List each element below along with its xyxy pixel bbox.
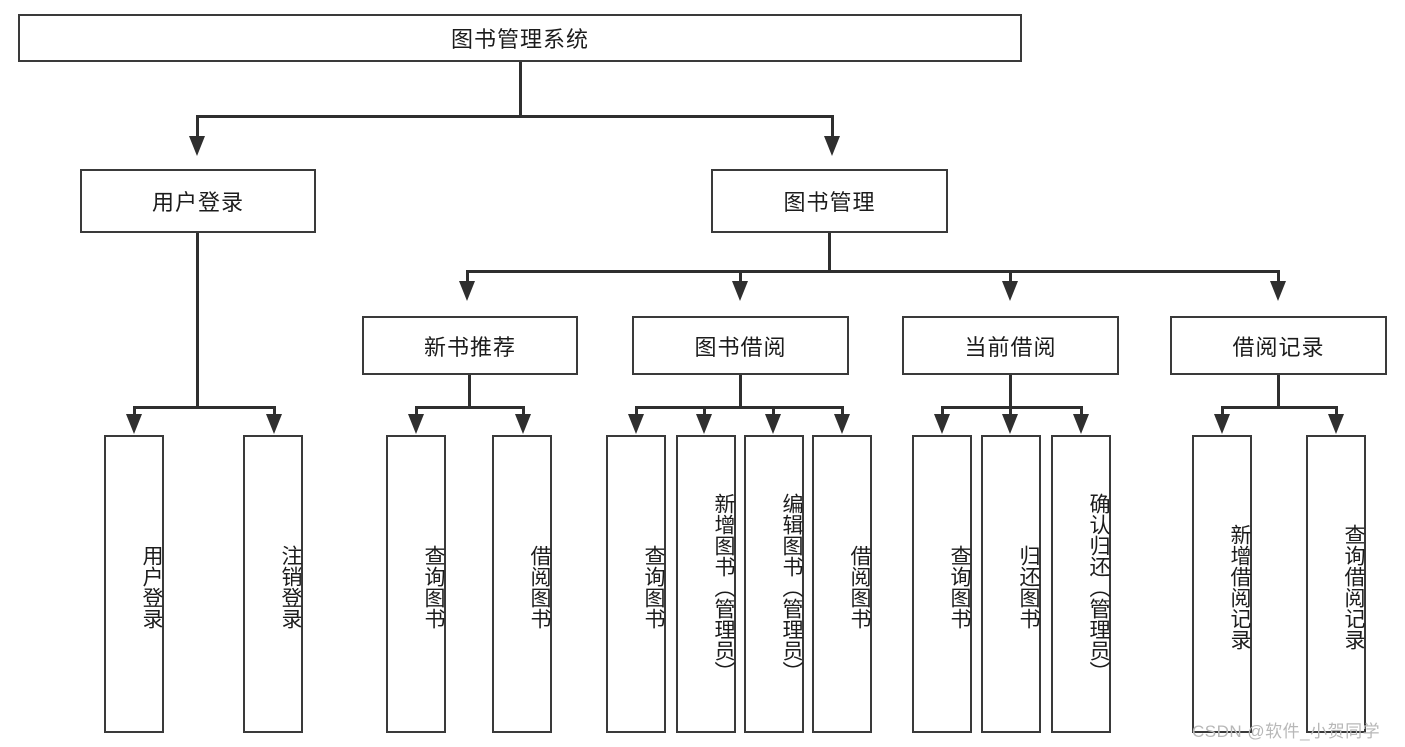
edge-root-stem	[519, 62, 522, 117]
leaf-borrow-record-add[interactable]: 新增借阅记录	[1192, 435, 1252, 733]
edge-to-user-login	[196, 115, 199, 140]
edge-current-borrow-leaf-1	[1009, 406, 1012, 418]
arrow-book-borrow-leaf-0	[628, 414, 644, 434]
node-new-book-recommend[interactable]: 新书推荐	[362, 316, 578, 375]
edge-book-borrow-leaf-0	[635, 406, 638, 418]
edge-new-book-stem	[468, 375, 471, 409]
arrow-to-user-login	[189, 136, 205, 156]
edge-book-borrow-leaf-2	[772, 406, 775, 418]
node-label: 确认归还（管理员）	[1087, 492, 1110, 682]
arrow-to-book-borrow	[732, 281, 748, 301]
node-label: 归还图书	[1017, 545, 1040, 629]
edge-book-borrow-leafbus	[635, 406, 844, 409]
edge-user-login-leaf-0	[133, 406, 136, 418]
node-book-management[interactable]: 图书管理	[711, 169, 948, 233]
edge-borrow-record-stem	[1277, 375, 1280, 409]
node-label: 编辑图书（管理员）	[780, 492, 803, 682]
edge-current-borrow-leaf-2	[1080, 406, 1083, 418]
leaf-borrow-record-query[interactable]: 查询借阅记录	[1306, 435, 1366, 733]
arrow-book-borrow-leaf-2	[765, 414, 781, 434]
edge-current-borrow-stem	[1009, 375, 1012, 409]
edge-level2-bus	[196, 115, 834, 118]
edge-to-new-book	[466, 270, 469, 284]
leaf-user-login-logout[interactable]: 注销登录	[243, 435, 303, 733]
edge-borrow-record-leafbus	[1221, 406, 1338, 409]
arrow-current-borrow-leaf-0	[934, 414, 950, 434]
node-label: 图书管理	[783, 190, 876, 215]
arrow-new-book-leaf-0	[408, 414, 424, 434]
arrow-book-borrow-leaf-1	[696, 414, 712, 434]
node-label: 图书管理系统	[450, 27, 589, 52]
leaf-new-book-borrow[interactable]: 借阅图书	[492, 435, 552, 733]
arrow-to-current-borrow	[1002, 281, 1018, 301]
node-borrow-record[interactable]: 借阅记录	[1170, 316, 1387, 375]
edge-book-borrow-stem	[739, 375, 742, 409]
leaf-current-borrow-query[interactable]: 查询图书	[912, 435, 972, 733]
edge-new-book-leaf-1	[522, 406, 525, 418]
leaf-book-borrow-add[interactable]: 新增图书（管理员）	[676, 435, 736, 733]
edge-to-borrow-record	[1277, 270, 1280, 284]
node-label: 查询图书	[422, 545, 445, 629]
arrow-book-borrow-leaf-3	[834, 414, 850, 434]
edge-level3-bus	[466, 270, 1278, 273]
edge-to-book-borrow	[739, 270, 742, 284]
node-label: 用户登录	[151, 190, 244, 215]
node-label: 用户登录	[140, 545, 163, 629]
arrow-to-borrow-record	[1270, 281, 1286, 301]
arrow-new-book-leaf-1	[515, 414, 531, 434]
node-label: 查询图书	[642, 545, 665, 629]
edge-user-login-leafbus	[133, 406, 276, 409]
arrow-to-new-book	[459, 281, 475, 301]
arrow-borrow-record-leaf-0	[1214, 414, 1230, 434]
edge-book-borrow-leaf-1	[703, 406, 706, 418]
node-label: 借阅记录	[1232, 334, 1325, 360]
node-label: 新增图书（管理员）	[712, 492, 735, 682]
node-root-system[interactable]: 图书管理系统	[18, 14, 1022, 62]
leaf-book-borrow-query[interactable]: 查询图书	[606, 435, 666, 733]
arrow-current-borrow-leaf-1	[1002, 414, 1018, 434]
node-user-login[interactable]: 用户登录	[80, 169, 316, 233]
arrow-user-login-leaf-0	[126, 414, 142, 434]
node-book-borrow[interactable]: 图书借阅	[632, 316, 849, 375]
edge-current-borrow-leafbus	[941, 406, 1083, 409]
edge-current-borrow-leaf-0	[941, 406, 944, 418]
edge-book-manage-stem	[828, 233, 831, 272]
node-label: 查询借阅记录	[1342, 524, 1365, 650]
arrow-user-login-leaf-1	[266, 414, 282, 434]
leaf-new-book-query[interactable]: 查询图书	[386, 435, 446, 733]
node-label: 注销登录	[279, 545, 302, 629]
arrow-current-borrow-leaf-2	[1073, 414, 1089, 434]
leaf-current-borrow-confirm[interactable]: 确认归还（管理员）	[1051, 435, 1111, 733]
node-current-borrow[interactable]: 当前借阅	[902, 316, 1119, 375]
edge-borrow-record-leaf-0	[1221, 406, 1224, 418]
arrow-borrow-record-leaf-1	[1328, 414, 1344, 434]
edge-new-book-leafbus	[415, 406, 525, 409]
leaf-current-borrow-return[interactable]: 归还图书	[981, 435, 1041, 733]
node-label: 当前借阅	[964, 334, 1057, 360]
node-label: 借阅图书	[528, 545, 551, 629]
edge-borrow-record-leaf-1	[1335, 406, 1338, 418]
node-label: 图书借阅	[694, 334, 787, 360]
edge-book-borrow-leaf-3	[841, 406, 844, 418]
edge-user-login-leaf-1	[273, 406, 276, 418]
edge-user-login-stem	[196, 233, 199, 408]
node-label: 查询图书	[948, 545, 971, 629]
leaf-user-login-login[interactable]: 用户登录	[104, 435, 164, 733]
leaf-book-borrow-borrow[interactable]: 借阅图书	[812, 435, 872, 733]
edge-to-book-manage	[831, 115, 834, 140]
node-label: 借阅图书	[848, 545, 871, 629]
leaf-book-borrow-edit[interactable]: 编辑图书（管理员）	[744, 435, 804, 733]
edge-to-current-borrow	[1009, 270, 1012, 284]
node-label: 新书推荐	[423, 334, 516, 360]
edge-new-book-leaf-0	[415, 406, 418, 418]
arrow-to-book-manage	[824, 136, 840, 156]
node-label: 新增借阅记录	[1228, 524, 1251, 650]
